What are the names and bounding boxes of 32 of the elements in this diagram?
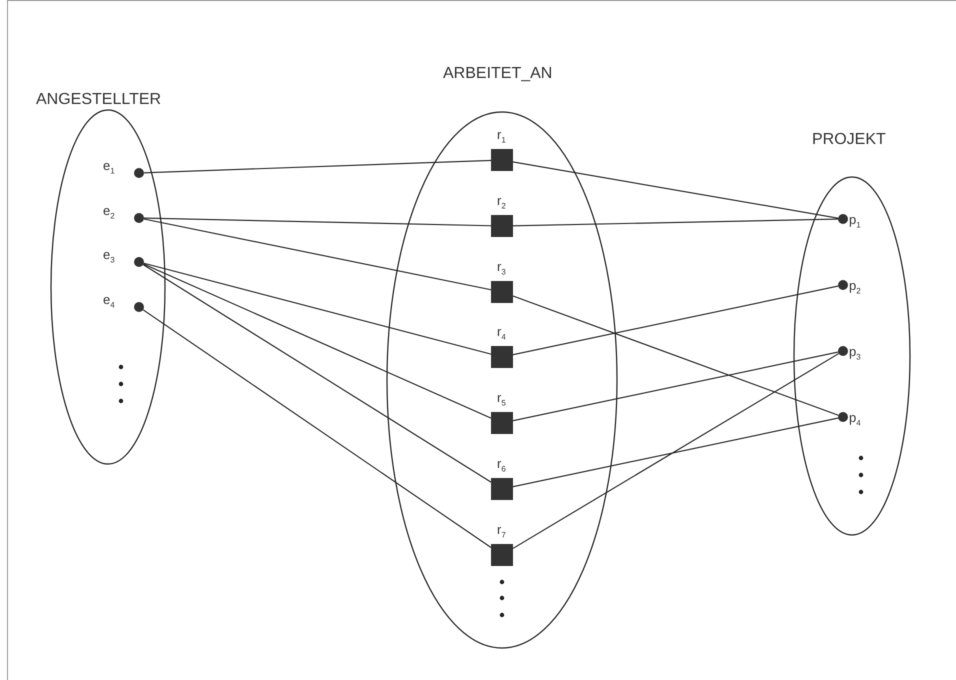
connector-line [144, 160, 492, 174]
connector-line [144, 262, 492, 355]
connector-line [142, 264, 492, 483]
element-label: e$_{3}$ [103, 248, 115, 265]
element-label: r$_{1}$ [497, 128, 506, 145]
element-label: p$_{1}$ [849, 213, 861, 230]
element-label: p$_{2}$ [849, 279, 861, 296]
element-label: e$_{2}$ [103, 204, 115, 221]
element-label: p$_{3}$ [849, 345, 861, 362]
connector-line [512, 352, 838, 422]
connector-line [142, 309, 492, 548]
element-label: r$_{7}$ [497, 523, 506, 540]
connector-line [512, 418, 838, 488]
element-label: r$_{6}$ [497, 457, 506, 474]
connector-line [512, 161, 838, 219]
connector-line [512, 218, 838, 226]
connector-line [512, 296, 838, 416]
connector-line [144, 218, 492, 290]
set-heading: ANGESTELLTER [36, 92, 162, 108]
connector-line [512, 286, 838, 356]
element-label: r$_{2}$ [497, 194, 506, 211]
element-label: r$_{4}$ [497, 325, 506, 342]
element-label: e$_{1}$ [103, 159, 115, 176]
connector-line [512, 353, 839, 549]
element-label: p$_{4}$ [849, 411, 861, 428]
set-heading: PROJEKT [812, 132, 886, 148]
connector-line [144, 218, 492, 226]
element-label: r$_{3}$ [497, 260, 506, 277]
element-label: r$_{5}$ [497, 391, 506, 408]
element-label: e$_{4}$ [103, 293, 115, 310]
connector-line [143, 264, 492, 419]
set-heading: ARBEITET_AN [443, 66, 552, 82]
